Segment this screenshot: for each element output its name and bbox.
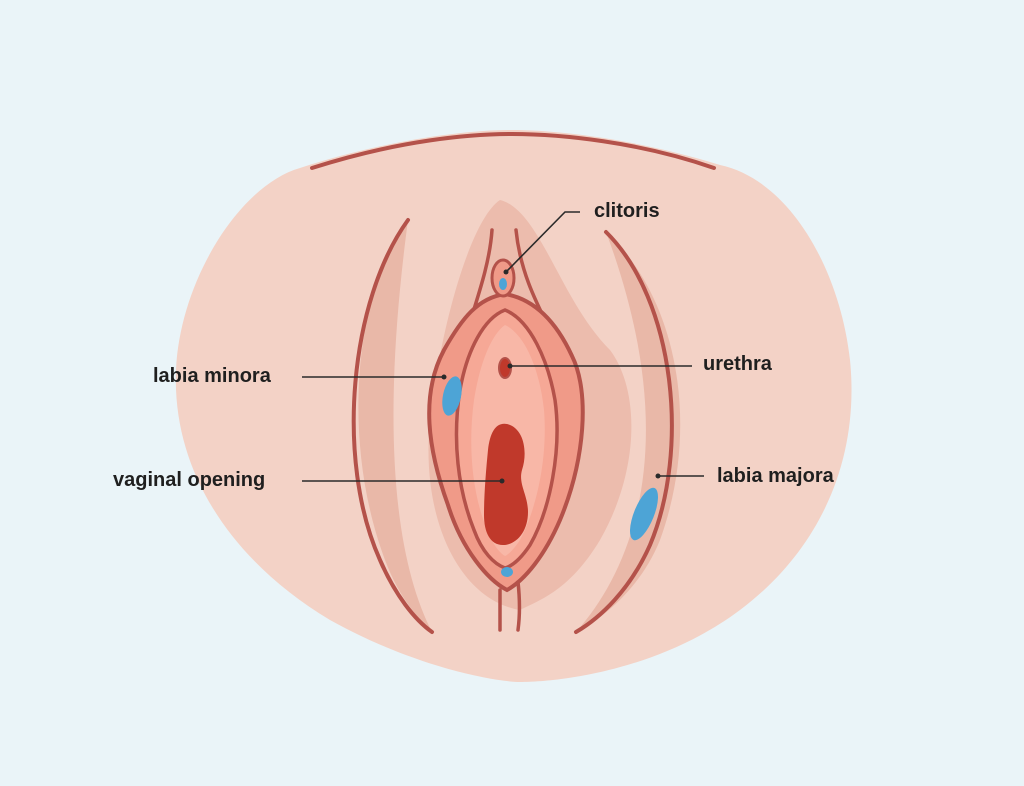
clitoris-leader [505,211,580,273]
labia-majora-line-left [351,218,434,634]
abdomen-crease [310,131,716,170]
urethra-leader-dot [507,363,513,369]
clitoris-leader-dot [503,269,509,275]
vaginal-opening-leader-dot [499,478,505,484]
labia-majora-shadow-left [358,220,432,632]
highlight-labia-minora [442,376,462,416]
vaginal-opening-shape [484,423,528,545]
labia-majora-line-right [574,230,674,634]
clitoris-label: clitoris [594,200,660,222]
labia-majora-label: labia majora [717,465,834,487]
vaginal-opening-label: vaginal opening [113,469,266,491]
labia-minora-label: labia minora [153,365,271,387]
highlight-fourchette [501,567,513,577]
labia-majora-leader-dot [655,473,661,479]
clitoris-highlight [499,278,507,290]
urethra-label: urethra [703,353,772,375]
perineum-right [516,580,522,632]
labia-minora-leader-dot [441,374,447,380]
highlight-labia-majora [630,487,658,541]
